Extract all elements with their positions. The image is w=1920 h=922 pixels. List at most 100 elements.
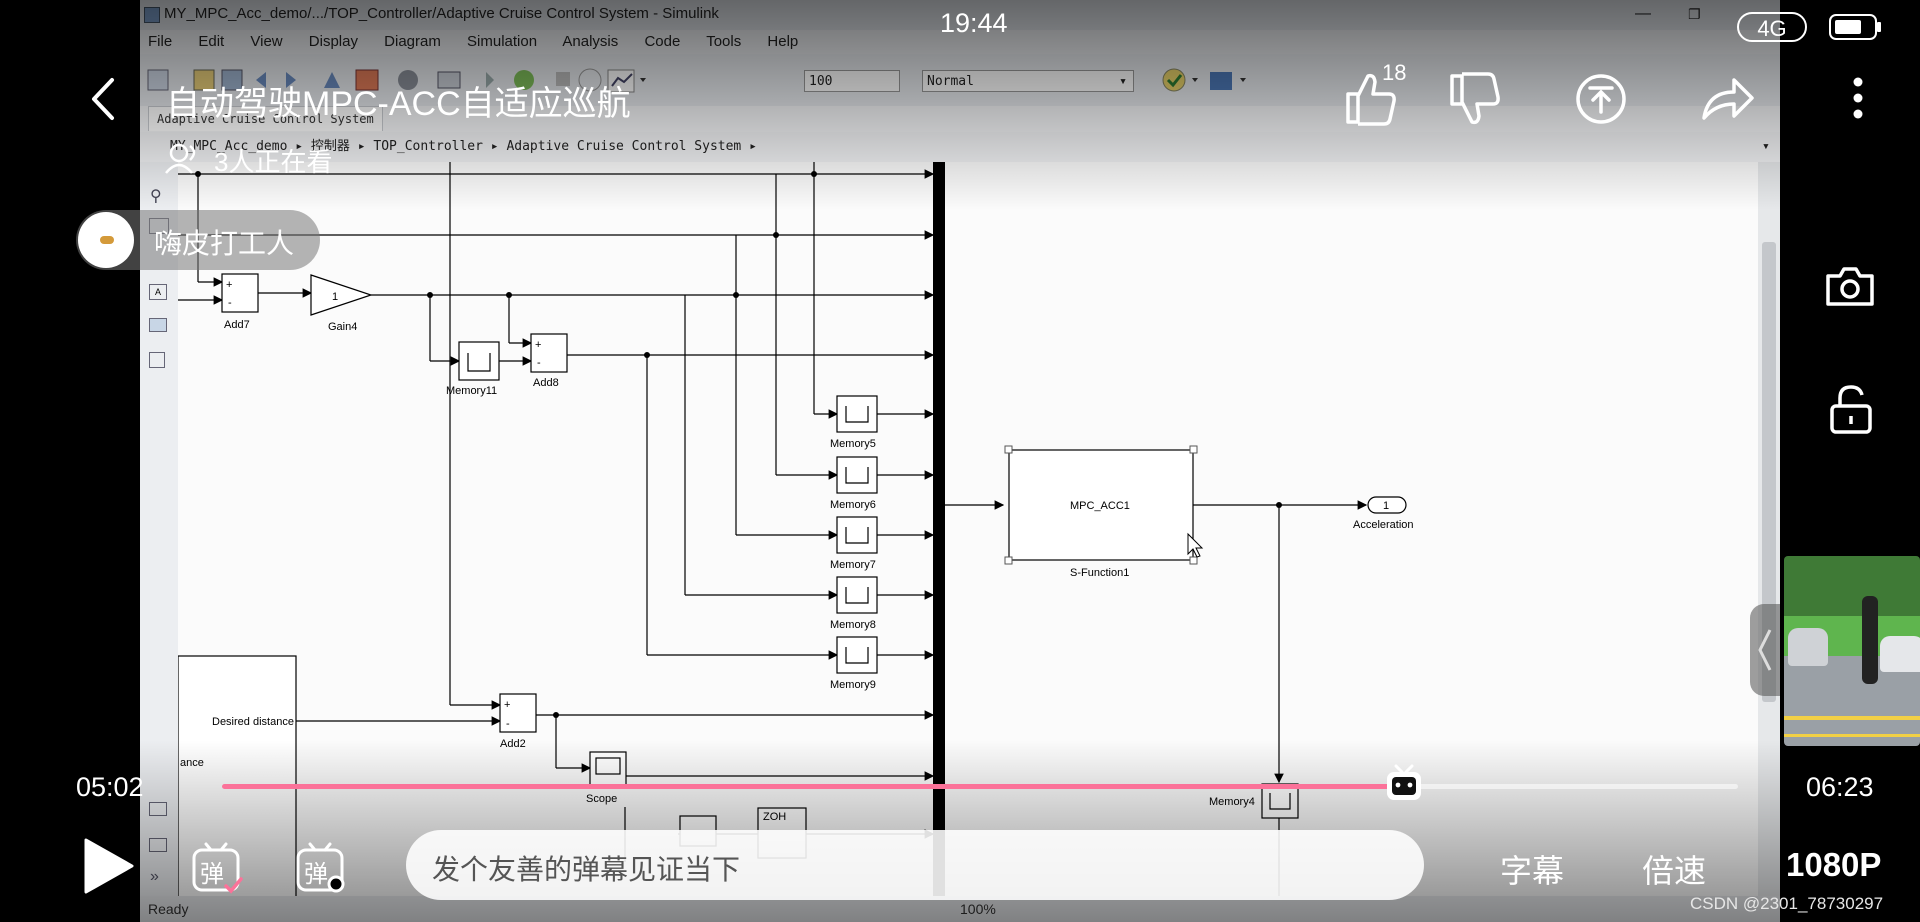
add8-minus: -	[537, 357, 541, 369]
menu-analysis[interactable]: Analysis	[562, 33, 619, 50]
outport-number: 1	[1383, 500, 1389, 512]
add7-plus: +	[226, 279, 232, 291]
area-icon[interactable]	[149, 352, 165, 368]
outport-label: Acceleration	[1353, 519, 1414, 531]
danmaku-toggle-icon	[192, 842, 243, 894]
danmaku-toggle[interactable]: 弹	[192, 842, 244, 894]
gain4-value: 1	[332, 291, 338, 303]
s-function-name: MPC_ACC1	[1070, 500, 1130, 512]
add8-label: Add8	[533, 377, 559, 389]
status-ready: Ready	[148, 901, 189, 917]
s-function-label: S-Function1	[1070, 567, 1129, 579]
like-icon[interactable]	[1342, 68, 1402, 128]
scrollbar-thumb[interactable]	[1762, 242, 1776, 702]
memory5-label: Memory5	[830, 438, 876, 450]
more-icon[interactable]	[1846, 76, 1870, 122]
breadcrumb-sep-icon: ▸	[357, 139, 366, 154]
danmaku-settings-icon	[296, 842, 345, 893]
minimize-icon[interactable]: —	[1635, 5, 1651, 22]
menu-edit[interactable]: Edit	[198, 33, 225, 50]
memory4-block	[1261, 783, 1299, 819]
chevron-left-icon	[1758, 629, 1772, 671]
breadcrumb-sep-icon: ▸	[749, 139, 757, 154]
viewers-icon	[165, 143, 196, 174]
video-title: 自动驾驶MPC-ACC自适应巡航	[166, 85, 631, 123]
pip-lane-line-2	[1784, 734, 1920, 737]
add7-block	[221, 273, 259, 313]
csdn-watermark: CSDN @2301_78730297	[1690, 894, 1884, 913]
menu-simulation[interactable]: Simulation	[467, 33, 538, 50]
danmaku-input[interactable]: 发个友善的弹幕见证当下	[406, 830, 1424, 900]
breadcrumb-dropdown-icon[interactable]: ▾	[1762, 139, 1770, 154]
avatar-figure	[100, 236, 114, 244]
simulation-mode-select[interactable]: Normal ▾	[922, 70, 1134, 92]
menu-display[interactable]: Display	[308, 33, 358, 50]
add8-block	[530, 333, 568, 373]
simulation-mode-value: Normal	[927, 74, 974, 89]
coin-icon[interactable]	[1574, 72, 1628, 126]
status-zoom: 100%	[960, 901, 996, 917]
menu-diagram[interactable]: Diagram	[384, 33, 441, 50]
unlock-icon[interactable]	[1828, 384, 1874, 436]
network-badge: 4G	[1737, 12, 1807, 42]
add8-plus: +	[535, 339, 541, 351]
side-panel-tab[interactable]	[1750, 604, 1780, 696]
dislike-icon[interactable]	[1446, 70, 1506, 130]
distance-port-partial: ance	[180, 757, 204, 769]
speed-button[interactable]: 倍速	[1642, 853, 1707, 889]
double-chevron-icon[interactable]: »	[150, 868, 159, 885]
pip-lane-line	[1784, 716, 1920, 720]
check-icon[interactable]	[1160, 66, 1260, 96]
desired-distance-port: Desired distance	[212, 716, 294, 728]
s-function-block	[1008, 449, 1194, 561]
menu-tools[interactable]: Tools	[706, 33, 742, 50]
memory6-label: Memory6	[830, 499, 876, 511]
viewers-count: 3人正在看	[214, 147, 333, 177]
breadcrumb-item-top[interactable]: TOP_Controller	[373, 139, 483, 154]
subtitle-button[interactable]: 字幕	[1500, 853, 1565, 889]
screenshot-camera-icon[interactable]	[1824, 264, 1876, 308]
simulink-window-title: MY_MPC_Acc_demo/.../TOP_Controller/Adapt…	[164, 5, 719, 22]
canvas-scrollbar[interactable]	[1758, 162, 1780, 907]
memory9-block	[836, 636, 878, 674]
uploader-chip[interactable]: 嗨皮打工人	[76, 210, 320, 270]
memory8-label: Memory8	[830, 619, 876, 631]
memory11-label: Memory11	[446, 385, 497, 397]
zoh-label: ZOH	[763, 811, 786, 823]
pip-trees	[1784, 556, 1920, 626]
menu-file[interactable]: File	[148, 33, 173, 50]
like-count: 18	[1382, 60, 1407, 85]
stop-time-input[interactable]: 100	[804, 70, 900, 92]
add7-minus: -	[228, 297, 232, 309]
quality-button[interactable]: 1080P	[1786, 846, 1882, 883]
breadcrumb: MY_MPC_Acc_demo ▸ 控制器 ▸ TOP_Controller ▸…	[140, 132, 1780, 163]
duration: 06:23	[1806, 772, 1874, 802]
danmaku-settings[interactable]: 弹	[296, 842, 348, 894]
pip-thumbnail[interactable]	[1784, 556, 1920, 746]
chevron-down-icon: ▾	[1119, 74, 1127, 89]
model-browser-icon[interactable]	[149, 838, 167, 852]
restore-icon[interactable]: ❐	[1688, 6, 1701, 22]
image-icon[interactable]	[149, 318, 167, 332]
add2-minus: -	[506, 718, 510, 730]
progress-track[interactable]	[222, 764, 1738, 800]
model-canvas[interactable]: + - Add7 1 Gain4 Memory11 + - Add8 Memor…	[177, 162, 1758, 907]
annotation-icon[interactable]: A	[149, 284, 167, 300]
zoom-icon[interactable]: ⚲	[150, 188, 162, 205]
add2-plus: +	[504, 699, 510, 711]
scope-label: Scope	[586, 793, 617, 805]
share-icon[interactable]	[1700, 72, 1756, 124]
avatar[interactable]	[78, 212, 134, 268]
memory11-block	[458, 341, 500, 381]
explorer-icon[interactable]	[149, 802, 167, 816]
play-icon[interactable]	[80, 836, 136, 896]
menu-help[interactable]: Help	[767, 33, 799, 50]
menu-code[interactable]: Code	[644, 33, 681, 50]
clock: 19:44	[940, 8, 1008, 38]
menu-view[interactable]: View	[250, 33, 283, 50]
breadcrumb-item-acc[interactable]: Adaptive Cruise Control System	[506, 139, 742, 154]
add2-label: Add2	[500, 738, 526, 750]
palette-toolbar: ⚲ A »	[140, 162, 179, 907]
tv-progress-knob-icon[interactable]	[1384, 764, 1424, 806]
back-arrow-icon[interactable]	[86, 76, 120, 122]
